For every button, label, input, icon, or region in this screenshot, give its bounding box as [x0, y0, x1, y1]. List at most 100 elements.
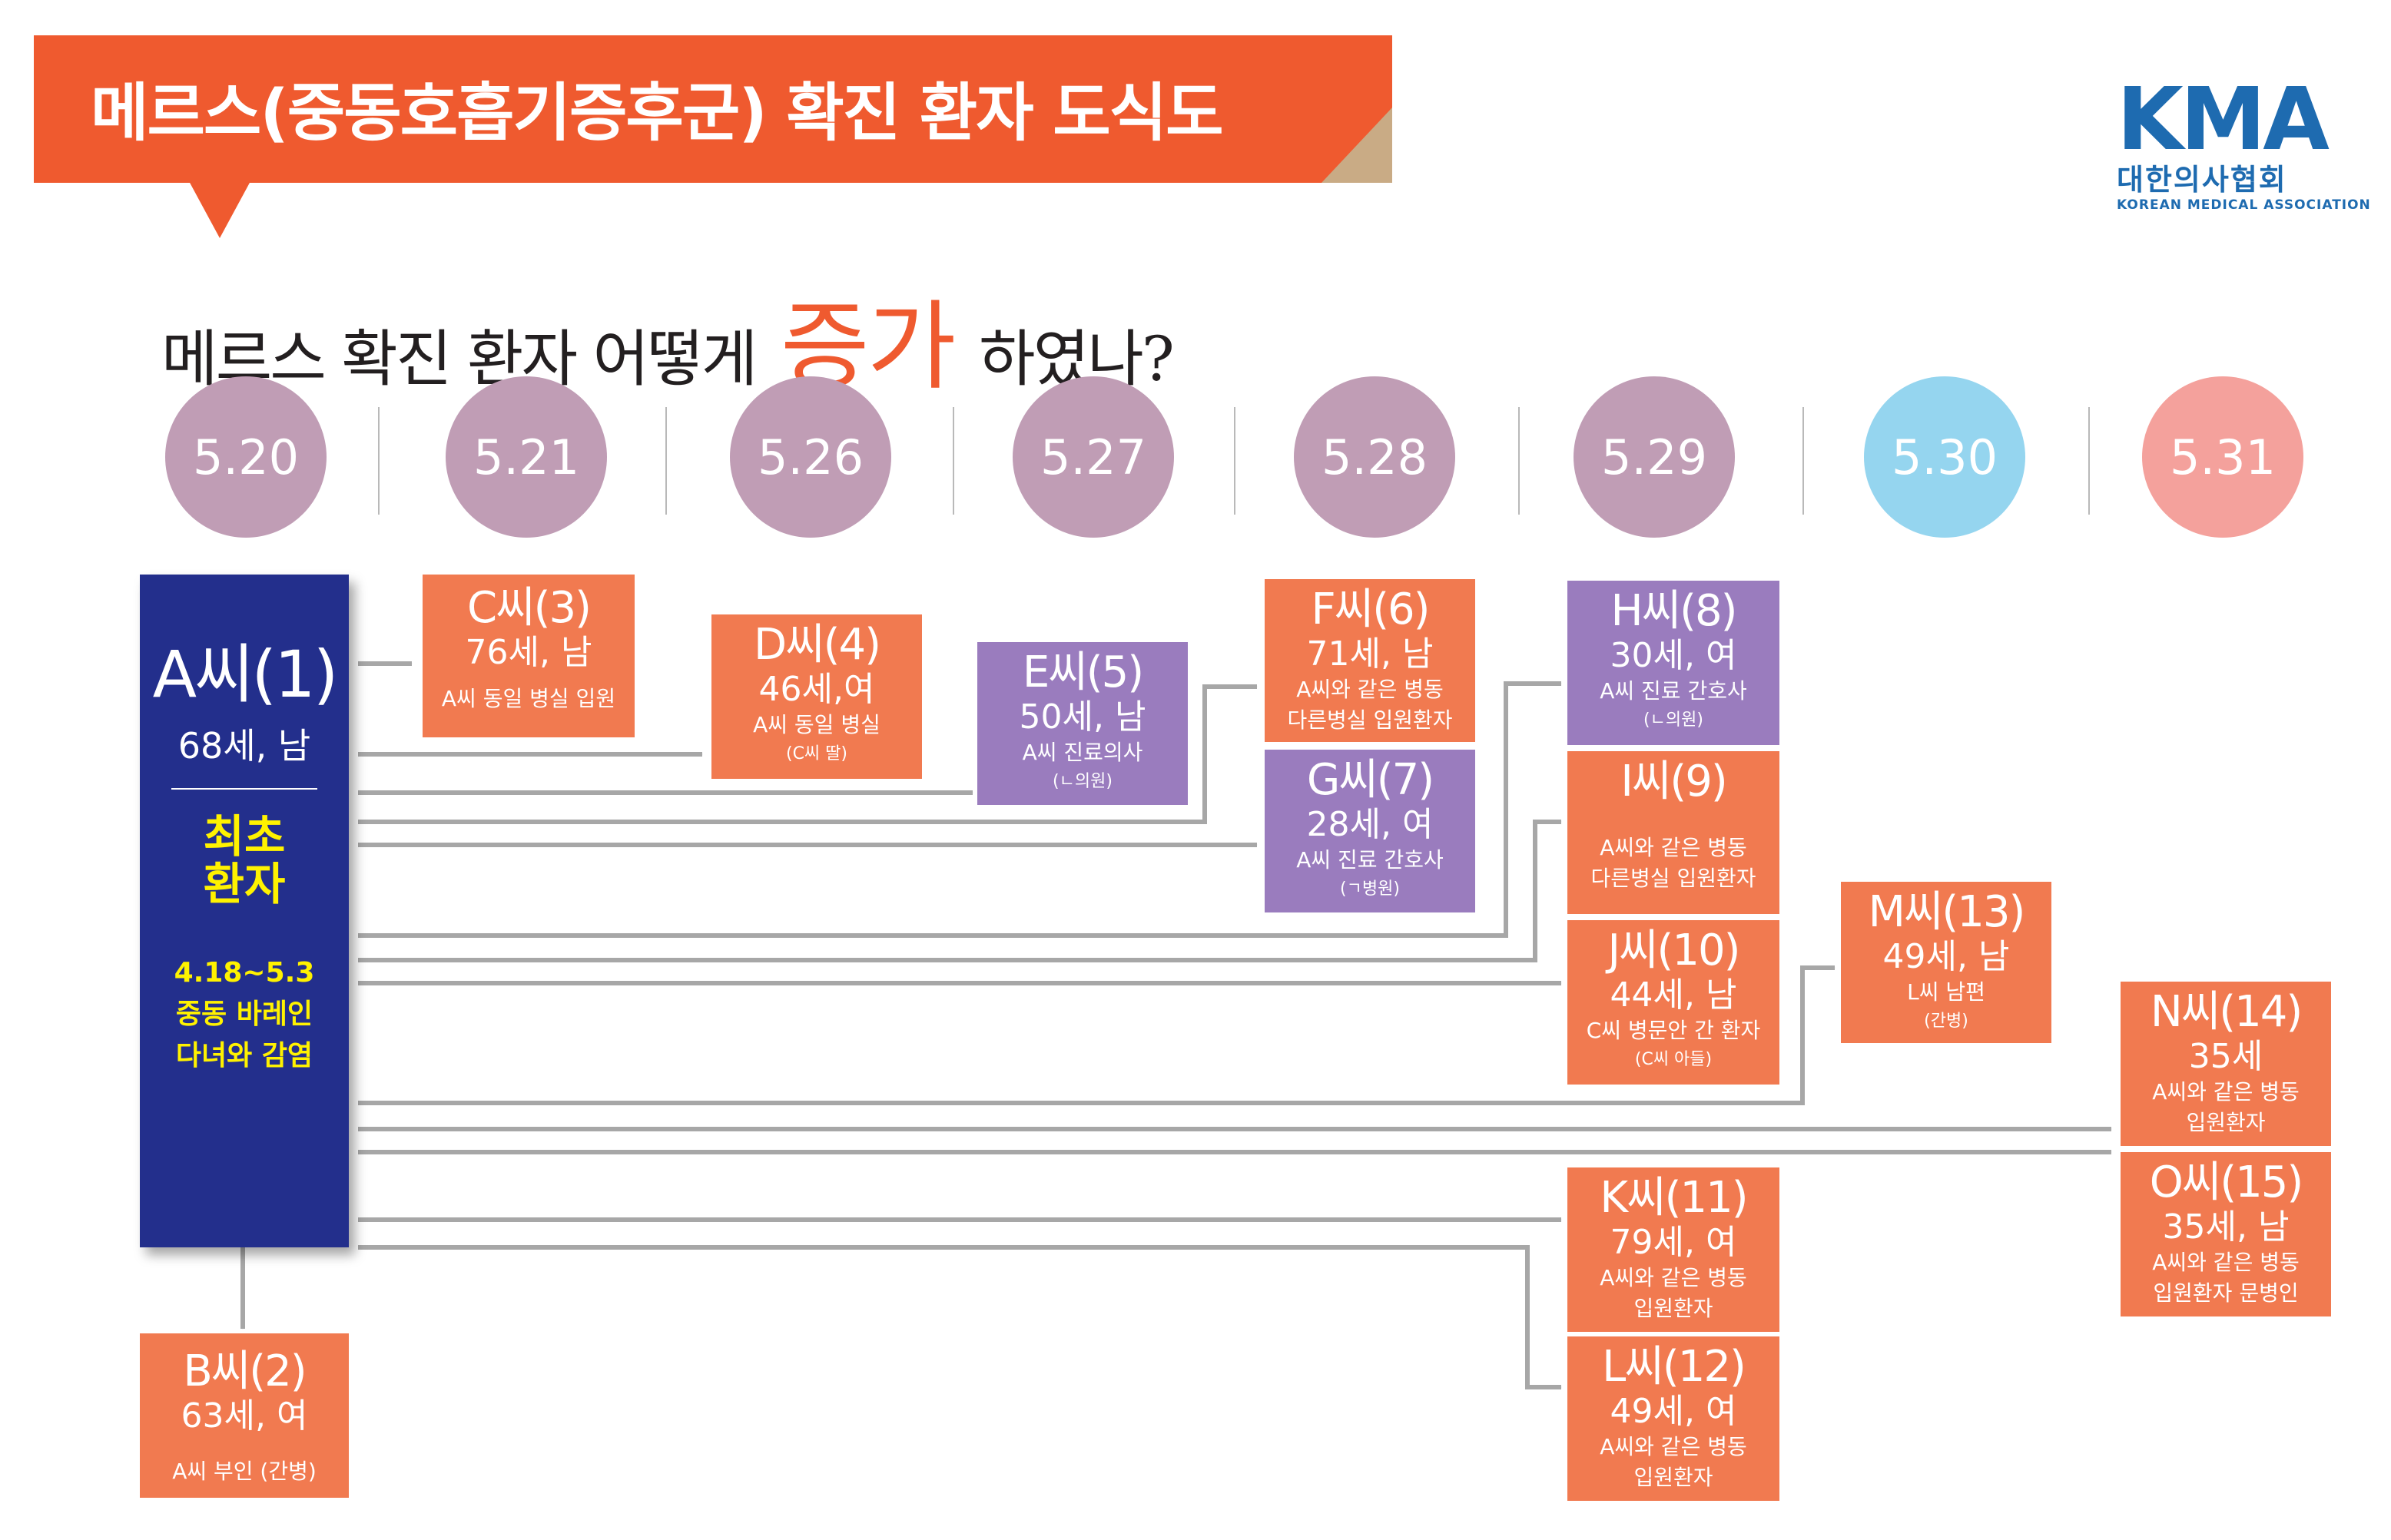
arrow-a-to-l — [358, 1245, 1562, 1389]
question-heading: 메르스 확진 환자 어떻게 증가 하였나? — [161, 269, 1175, 409]
patient-l-box: L씨(12) 49세, 여 A씨와 같은 병동 입원환자 — [1567, 1336, 1779, 1501]
arrow-a-to-f — [358, 684, 1258, 824]
patient-name: K씨(11) — [1600, 1173, 1748, 1223]
date-0527: 5.27 — [1013, 376, 1174, 538]
patient-h-box: H씨(8) 30세, 여 A씨 진료 간호사 (ㄴ의원) — [1567, 581, 1779, 745]
patient-description: A씨 부인 (간병) — [172, 1459, 317, 1484]
patient-description-line-2: 입원환자 문병인 — [2153, 1280, 2299, 1306]
patient-description-line-2: 다른병실 입원환자 — [1590, 866, 1756, 891]
first-patient-label-1: 최초 — [203, 810, 286, 863]
patient-i-box: I씨(9) A씨와 같은 병동 다른병실 입원환자 — [1567, 751, 1779, 914]
patient-age: 50세, 남 — [1019, 697, 1146, 737]
patient-age: 28세, 여 — [1306, 805, 1434, 844]
date-separator — [665, 407, 667, 515]
patient-n-box: N씨(14) 35세 A씨와 같은 병동 입원환자 — [2121, 982, 2331, 1146]
patient-age: 79세, 여 — [1610, 1223, 1737, 1262]
patient-age: 71세, 남 — [1306, 634, 1434, 674]
patient-age: 46세,여 — [758, 670, 875, 709]
patient-note: (ㄴ의원) — [1643, 710, 1703, 730]
date-0528: 5.28 — [1294, 376, 1455, 538]
patient-d-box: D씨(4) 46세,여 A씨 동일 병실 (C씨 딸) — [711, 614, 922, 779]
date-0521: 5.21 — [446, 376, 607, 538]
patient-note: (C씨 딸) — [785, 744, 847, 763]
patient-e-box: E씨(5) 50세, 남 A씨 진료의사 (ㄴ의원) — [977, 642, 1188, 805]
infection-note: 다녀와 감염 — [175, 1040, 313, 1071]
patient-note: (ㄴ의원) — [1053, 772, 1113, 791]
date-separator — [1234, 407, 1235, 515]
patient-name: M씨(13) — [1868, 887, 2026, 937]
date-separator — [378, 407, 380, 515]
patient-j-box: J씨(10) 44세, 남 C씨 병문안 간 환자 (C씨 아들) — [1567, 920, 1779, 1085]
travel-destination: 중동 바레인 — [175, 999, 313, 1030]
divider — [171, 788, 317, 790]
patient-description-line-2: 입원환자 — [2186, 1110, 2266, 1135]
patient-name: H씨(8) — [1610, 586, 1738, 636]
first-patient-label-2: 환자 — [203, 858, 286, 910]
patient-note: (간병) — [1924, 1012, 1968, 1031]
patient-name: G씨(7) — [1306, 755, 1434, 805]
patient-description: L씨 남편 — [1907, 979, 1985, 1005]
patient-description: A씨 진료 간호사 — [1600, 678, 1747, 704]
date-0530: 5.30 — [1864, 376, 2025, 538]
index-patient-name: A씨(1) — [152, 637, 339, 712]
patient-name: J씨(10) — [1607, 926, 1741, 975]
index-patient-a-box: A씨(1) 68세, 남 최초 환자 4.18~5.3 중동 바레인 다녀와 감… — [140, 575, 349, 1247]
travel-period: 4.18~5.3 — [174, 957, 315, 989]
logo-name-korean: 대한의사협회 — [2117, 163, 2287, 197]
patient-note: (C씨 아들) — [1634, 1050, 1713, 1069]
patient-name: D씨(4) — [754, 620, 881, 670]
patient-age: 30세, 여 — [1610, 636, 1737, 675]
patient-c-box: C씨(3) 76세, 남 A씨 동일 병실 입원 — [423, 575, 635, 737]
patient-age: 35세, 남 — [2162, 1207, 2290, 1247]
patient-note: (ㄱ병원) — [1340, 879, 1400, 899]
patient-description: A씨 동일 병실 입원 — [441, 686, 616, 711]
patient-description: A씨 진료 간호사 — [1296, 847, 1444, 873]
patient-description: A씨와 같은 병동 — [1600, 1434, 1747, 1459]
patient-description: A씨 동일 병실 — [753, 712, 880, 737]
patient-description-line-2: 다른병실 입원환자 — [1287, 707, 1453, 733]
date-0531: 5.31 — [2142, 376, 2303, 538]
patient-description: A씨와 같은 병동 — [1600, 835, 1747, 860]
arrow-a-to-h — [358, 681, 1562, 938]
patient-name: N씨(14) — [2150, 987, 2303, 1037]
patient-age: 63세, 여 — [181, 1396, 308, 1436]
arrow-a-to-m — [358, 965, 1836, 1105]
date-0529: 5.29 — [1574, 376, 1735, 538]
patient-description: A씨와 같은 병동 — [2152, 1079, 2300, 1104]
patient-name: L씨(12) — [1602, 1342, 1746, 1392]
patient-name: C씨(3) — [467, 583, 592, 633]
patient-name: O씨(15) — [2149, 1157, 2304, 1207]
patient-b-box: B씨(2) 63세, 여 A씨 부인 (간병) — [140, 1333, 349, 1498]
patient-g-box: G씨(7) 28세, 여 A씨 진료 간호사 (ㄱ병원) — [1265, 750, 1475, 912]
patient-description-line-2: 입원환자 — [1633, 1465, 1713, 1490]
patient-f-box: F씨(6) 71세, 남 A씨와 같은 병동 다른병실 입원환자 — [1265, 579, 1475, 742]
patient-description: A씨와 같은 병동 — [1600, 1265, 1747, 1290]
patient-age: 44세, 남 — [1610, 975, 1737, 1015]
date-separator — [953, 407, 954, 515]
patient-name: F씨(6) — [1311, 585, 1430, 634]
patient-age: 49세, 여 — [1610, 1392, 1737, 1431]
patient-age: 49세, 남 — [1882, 937, 2010, 976]
arrow-a-to-i — [358, 820, 1562, 962]
patient-description: A씨와 같은 병동 — [1296, 677, 1444, 702]
logo-mark: KMA — [2117, 70, 2330, 170]
patient-name: I씨(9) — [1620, 757, 1727, 806]
patient-description: C씨 병문안 간 환자 — [1586, 1018, 1761, 1043]
title-banner — [34, 35, 1392, 183]
patient-name: E씨(5) — [1022, 647, 1144, 697]
patient-age: 35세 — [2188, 1037, 2263, 1076]
patient-description-line-2: 입원환자 — [1633, 1296, 1713, 1321]
date-separator — [1518, 407, 1520, 515]
patient-description: A씨 진료의사 — [1022, 740, 1143, 765]
kma-logo: KMA 대한의사협회 KOREAN MEDICAL ASSOCIATION — [2117, 70, 2371, 213]
date-0520: 5.20 — [165, 376, 327, 538]
page-title: 메르스(중동호흡기증후군) 확진 환자 도식도 — [91, 77, 1224, 150]
patient-k-box: K씨(11) 79세, 여 A씨와 같은 병동 입원환자 — [1567, 1167, 1779, 1332]
patient-description: A씨와 같은 병동 — [2152, 1250, 2300, 1275]
patient-name: B씨(2) — [183, 1346, 307, 1396]
logo-name-english: KOREAN MEDICAL ASSOCIATION — [2117, 197, 2371, 213]
patient-m-box: M씨(13) 49세, 남 L씨 남편 (간병) — [1841, 882, 2051, 1043]
index-patient-age: 68세, 남 — [177, 725, 311, 767]
date-0526: 5.26 — [730, 376, 891, 538]
